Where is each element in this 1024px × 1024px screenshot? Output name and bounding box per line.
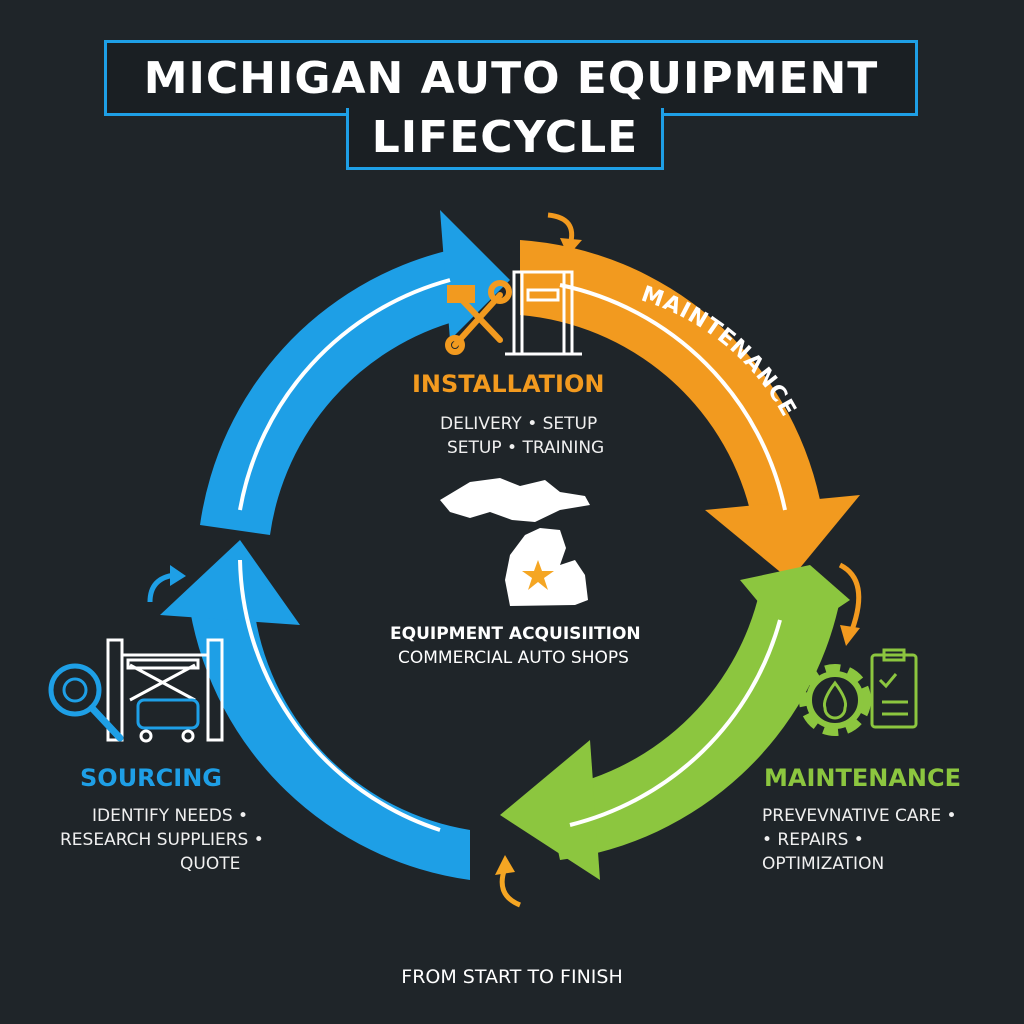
center-line2: COMMERCIAL AUTO SHOPS [398, 648, 629, 668]
title-box: MICHIGAN AUTO EQUIPMENT [104, 40, 918, 116]
installation-arc [520, 240, 820, 510]
michigan-upper-peninsula [440, 478, 590, 522]
page-title-line1: MICHIGAN AUTO EQUIPMENT [143, 52, 879, 104]
track-line-left [238, 559, 441, 832]
title-box-2: LIFECYCLE [346, 108, 664, 170]
gear-oil-clipboard-icon [799, 648, 918, 736]
michigan-map-star-icon [440, 478, 590, 606]
installation-line2: SETUP • TRAINING [447, 438, 605, 458]
connector-arrow-right [838, 562, 862, 631]
sourcing-arc-upper [200, 250, 460, 535]
connector-arrow-bottom [499, 867, 522, 908]
maintenance-arrowhead [500, 740, 600, 880]
maintenance-line2: • REPAIRS • [762, 830, 864, 850]
connector-arrowhead-bottom [495, 855, 515, 875]
track-line-upper [238, 278, 451, 511]
center-line1: EQUIPMENT ACQUISIITION [390, 624, 641, 644]
sourcing-arrowhead-upper [440, 210, 510, 340]
track-line-right [559, 283, 787, 511]
maintenance-line3: OPTIMIZATION [762, 854, 885, 874]
sourcing-line1: IDENTIFY NEEDS • [92, 806, 249, 826]
maintenance-line1: PREVEVNATIVE CARE • [762, 806, 957, 826]
connector-arrowhead-right [840, 625, 860, 646]
lift-compressor-magnifier-icon [48, 638, 224, 743]
connector-arrowhead-left [170, 565, 186, 586]
footer-tagline: FROM START TO FINISH [401, 966, 623, 988]
installation-arrowhead [705, 495, 860, 580]
sourcing-heading: SOURCING [80, 764, 222, 792]
maintenance-heading: MAINTENANCE [764, 764, 961, 792]
wrench-hammer-lift-icon [445, 270, 582, 356]
sourcing-line3: QUOTE [180, 854, 241, 874]
michigan-lower-peninsula [505, 528, 588, 606]
sourcing-line2: RESEARCH SUPPLIERS • [60, 830, 264, 850]
page-title-line2: LIFECYCLE [371, 112, 639, 163]
sourcing-arrowhead-lower [160, 540, 300, 625]
maintenance-arrow-tip [740, 565, 850, 640]
star-icon [522, 560, 554, 590]
track-line-lower [569, 619, 782, 827]
connector-arrowhead-top [560, 238, 582, 256]
installation-heading: INSTALLATION [412, 370, 605, 398]
installation-line1: DELIVERY • SETUP [440, 414, 598, 434]
